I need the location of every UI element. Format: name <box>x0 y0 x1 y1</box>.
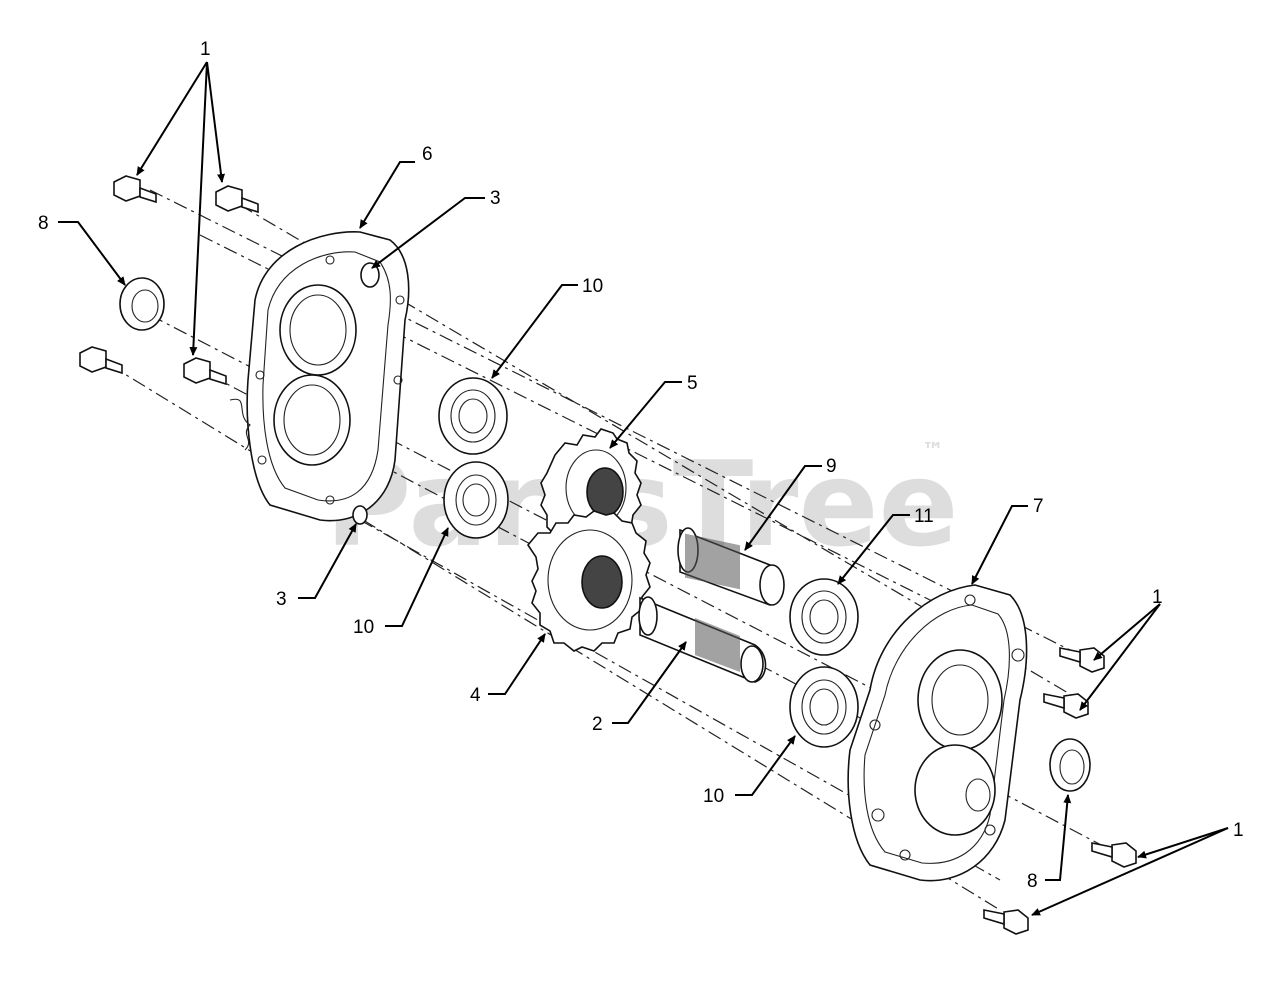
dowel-pin-part <box>352 505 368 525</box>
bearing-part <box>789 578 859 656</box>
large-gear-part <box>527 510 651 652</box>
callout-label: 8 <box>1027 871 1038 892</box>
bolt-part <box>183 357 227 386</box>
callout-label: 11 <box>914 506 934 527</box>
callout-label: 1 <box>1152 587 1163 608</box>
bolt-part <box>1091 842 1137 868</box>
bolt-part <box>113 175 157 204</box>
leader-lines <box>58 61 1229 916</box>
callout-label: 1 <box>1233 820 1244 841</box>
bearing-part <box>438 377 508 455</box>
callout-label: 3 <box>276 589 287 610</box>
bolt-part <box>1043 693 1089 719</box>
bearing-part <box>443 461 509 539</box>
right-housing-part <box>847 584 1028 882</box>
upper-shaft-part <box>677 527 785 606</box>
callout-label: 5 <box>687 373 698 394</box>
left-housing-cover-part <box>229 231 410 522</box>
bolt-part <box>79 346 123 375</box>
callout-label: 2 <box>592 714 603 735</box>
callout-labels: 1 6 3 8 10 5 9 7 11 1 3 10 4 2 10 8 1 <box>38 39 1244 892</box>
callout-label: 9 <box>826 456 837 477</box>
callout-label: 7 <box>1033 496 1044 517</box>
callout-label: 6 <box>422 144 433 165</box>
oil-seal-part <box>1049 738 1091 792</box>
bolt-part <box>1059 647 1105 673</box>
bolt-part <box>215 185 259 214</box>
callout-label: 1 <box>200 39 211 60</box>
callout-label: 8 <box>38 213 49 234</box>
callout-label: 10 <box>703 786 724 807</box>
lower-shaft-part <box>638 596 767 683</box>
oil-seal-part <box>119 277 165 331</box>
bolt-part <box>983 909 1029 935</box>
callout-label: 10 <box>582 276 603 297</box>
dowel-pin-part <box>360 262 380 288</box>
bearing-part <box>789 666 859 748</box>
callout-label: 10 <box>353 617 374 638</box>
callout-label: 4 <box>470 685 481 706</box>
watermark-tm: ™ <box>922 439 944 464</box>
callout-label: 3 <box>490 188 501 209</box>
